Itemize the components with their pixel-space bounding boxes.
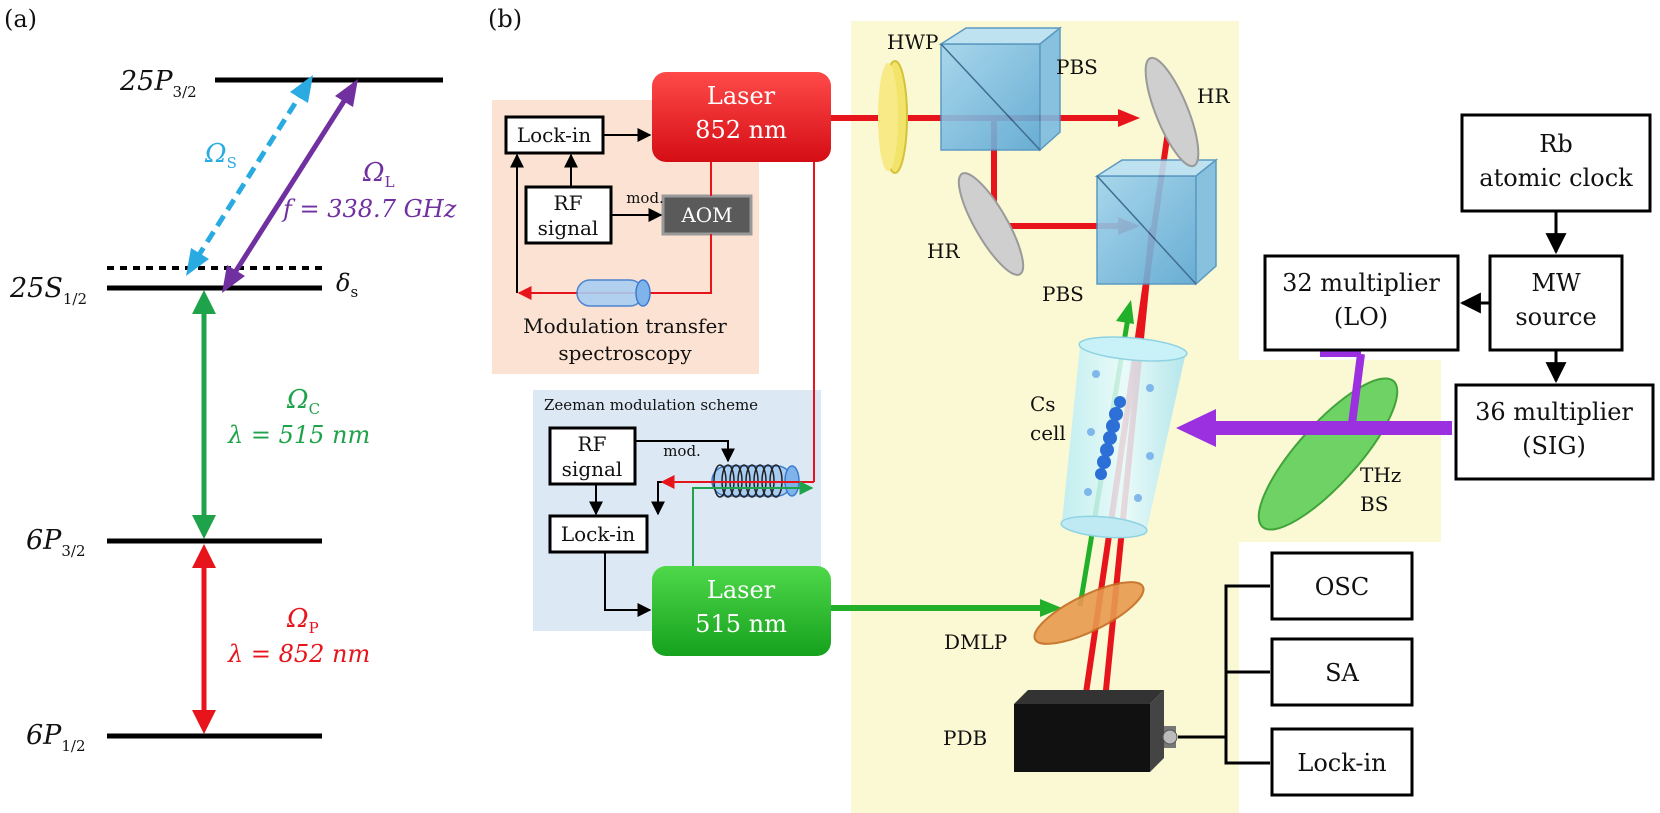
sa-box <box>1270 637 1414 707</box>
lo-multiplier-box <box>1263 254 1460 352</box>
mw-source-line1: MW <box>1531 269 1581 297</box>
pbs-top <box>938 26 1063 152</box>
zeeman-rf-line1: RF <box>578 432 607 456</box>
laser-515 <box>652 566 831 656</box>
label-dmlp: DMLP <box>944 630 1007 654</box>
zeeman-rf-to-coil <box>635 440 735 463</box>
zeeman-rf-line2: signal <box>562 457 623 481</box>
label-thz-line2: BS <box>1360 492 1388 516</box>
hr-mirror-left <box>957 172 1025 276</box>
zeeman-rf-box <box>548 426 637 486</box>
label-25s12: 25S1/2 <box>9 273 87 308</box>
sig-multiplier-line2: (SIG) <box>1522 432 1586 460</box>
label-omega-p: ΩP <box>286 604 319 637</box>
dichroic-mirror <box>1033 581 1145 645</box>
rb-clock-line1: Rb <box>1539 130 1572 158</box>
laser-852 <box>652 72 831 162</box>
lo-thz-beam <box>1348 353 1365 425</box>
label-omega-s: ΩS <box>204 139 237 172</box>
laser-852-line2: 852 nm <box>695 116 787 144</box>
osc-label: OSC <box>1315 573 1369 601</box>
label-25p32: 25P3/2 <box>119 66 197 101</box>
mw-source-line2: source <box>1515 303 1596 331</box>
mts-caption-line1: Modulation transfer <box>523 314 727 338</box>
laser-852-line1: Laser <box>707 82 776 110</box>
panel-b-tag: (b) <box>488 5 522 33</box>
label-probe-wavelength: λ = 852 nm <box>227 640 370 668</box>
label-pdb: PDB <box>943 726 987 750</box>
mts-lockin-label: Lock-in <box>517 123 591 147</box>
lo-multiplier-line2: (LO) <box>1334 303 1388 331</box>
coupling-transition-arrow <box>192 290 216 539</box>
label-lo-frequency: f = 338.7 GHz <box>281 195 457 223</box>
zeeman-lockin-to-laser <box>604 552 652 617</box>
mts-rf-line1: RF <box>554 191 583 215</box>
sig-multiplier-line1: 36 multiplier <box>1475 398 1633 426</box>
label-hr-right: HR <box>1197 84 1230 108</box>
output-lockin-label: Lock-in <box>1297 749 1386 777</box>
label-cs-line1: Cs <box>1030 392 1056 416</box>
pbs-bottom <box>1094 158 1219 286</box>
panel-a-tag: (a) <box>4 5 37 33</box>
label-coupling-wavelength: λ = 515 nm <box>227 421 370 449</box>
label-omega-l: ΩL <box>362 158 395 191</box>
mts-rf-box <box>524 185 613 245</box>
label-detuning: δs <box>336 269 358 301</box>
mts-lockin-box <box>504 115 605 155</box>
zeeman-lockin-label: Lock-in <box>561 522 635 546</box>
panel-b: (b) Laser 852 nm Laser 515 nm Lock-in RF… <box>488 5 1655 813</box>
balanced-photodetector <box>1014 690 1178 772</box>
label-cs-line2: cell <box>1030 421 1066 445</box>
output-lockin-box <box>1270 727 1414 797</box>
sa-label: SA <box>1325 659 1359 687</box>
output-bus <box>1224 584 1270 765</box>
mts-mod-label: mod. <box>626 189 664 207</box>
aom-label: AOM <box>680 203 732 227</box>
label-6p32: 6P3/2 <box>26 525 86 560</box>
cs-vapor-cell <box>1060 336 1188 539</box>
zeeman-title: Zeeman modulation scheme <box>544 396 758 414</box>
label-omega-c: ΩC <box>286 385 320 418</box>
mts-caption-line2: spectroscopy <box>558 341 692 365</box>
lo-transition-arrow <box>222 79 358 293</box>
signal-transition-arrow <box>186 75 313 276</box>
zeeman-mod-label: mod. <box>663 442 701 460</box>
osc-box <box>1270 551 1414 621</box>
probe-transition-arrow <box>192 544 216 734</box>
rb-clock-line2: atomic clock <box>1479 164 1633 192</box>
label-hwp: HWP <box>887 30 938 54</box>
hr-mirror-right <box>1144 56 1200 168</box>
aom-box <box>661 194 753 236</box>
laser-515-line2: 515 nm <box>695 610 787 638</box>
mw-source-box <box>1488 254 1624 352</box>
zeeman-coupling-beam <box>692 481 814 566</box>
mts-vapor-cell <box>576 279 651 307</box>
laser-515-line1: Laser <box>707 576 776 604</box>
label-6p12: 6P1/2 <box>26 720 86 755</box>
lo-multiplier-line1: 32 multiplier <box>1282 269 1440 297</box>
sig-multiplier-box <box>1454 383 1655 481</box>
label-hr-left: HR <box>927 239 960 263</box>
panel-a: (a) 25P3/2 25S1/2 6P3/2 6P1/2 δs <box>4 5 457 755</box>
label-pbs-bottom: PBS <box>1042 282 1084 306</box>
optics-table-region <box>851 21 1239 813</box>
half-wave-plate <box>878 60 908 174</box>
label-thz-line1: THz <box>1360 463 1401 487</box>
mts-rf-line2: signal <box>538 216 599 240</box>
zeeman-lockin-box <box>548 514 649 554</box>
label-pbs-top: PBS <box>1056 55 1098 79</box>
